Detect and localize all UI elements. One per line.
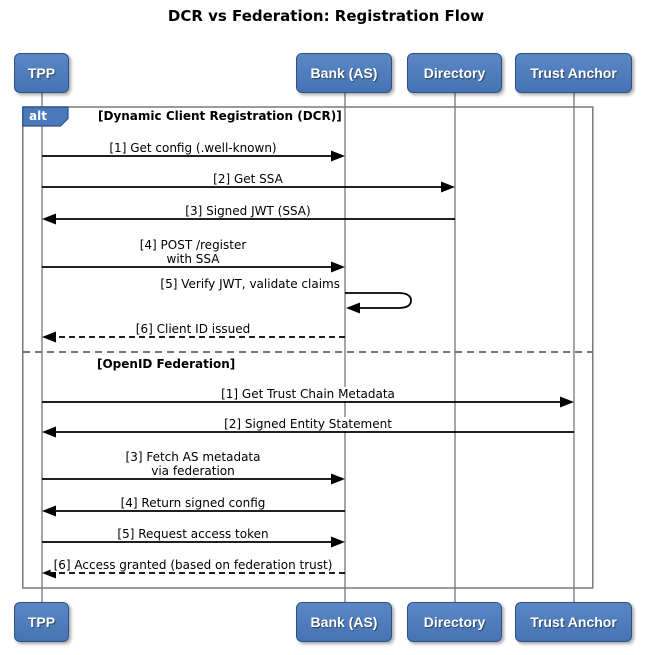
- arrowhead-fed-1: [560, 396, 574, 408]
- participant-label: Bank (AS): [310, 65, 378, 81]
- message-label-dcr-3: [3] Signed JWT (SSA): [182, 204, 314, 218]
- message-label-line-1: [4] POST /register: [139, 238, 247, 252]
- participant-label: TPP: [27, 65, 56, 81]
- participant-label: Directory: [423, 614, 486, 630]
- message-label-fed-5: [5] Request access token: [114, 527, 272, 541]
- alt-section-1-condition: [Dynamic Client Registration (DCR)]: [96, 109, 344, 123]
- participant-bank-bottom: Bank (AS): [296, 602, 392, 642]
- arrows-federation: [42, 396, 574, 579]
- arrowhead-dcr-1: [331, 150, 345, 162]
- arrowhead-fed-2: [42, 426, 56, 438]
- participant-label: Directory: [423, 65, 486, 81]
- participant-tpp-bottom: TPP: [14, 602, 69, 642]
- alt-frame-border: [22, 106, 594, 589]
- arrows-dcr: [42, 150, 455, 343]
- arrow-dcr-5-self-loop: [345, 292, 412, 309]
- arrowhead-dcr-4: [331, 261, 345, 273]
- message-label-fed-4: [4] Return signed config: [117, 496, 269, 510]
- participant-trust-anchor-top: Trust Anchor: [515, 53, 632, 93]
- participant-label: TPP: [27, 614, 56, 630]
- participant-label: Bank (AS): [310, 614, 378, 630]
- diagram-title: DCR vs Federation: Registration Flow: [167, 7, 485, 25]
- message-label-line-1: [3] Fetch AS metadata: [125, 450, 261, 464]
- participant-label: Trust Anchor: [530, 614, 617, 630]
- message-label-dcr-2: [2] Get SSA: [210, 172, 286, 186]
- arrowhead-dcr-2: [441, 181, 455, 193]
- message-label-dcr-4: [4] POST /register with SSA: [136, 238, 250, 266]
- participant-tpp-top: TPP: [14, 53, 69, 93]
- message-label-line-2: via federation: [151, 464, 235, 478]
- message-label-dcr-5: [5] Verify JWT, validate claims: [157, 277, 343, 291]
- arrowhead-fed-3: [331, 473, 345, 485]
- message-label-dcr-6: [6] Client ID issued: [132, 322, 254, 336]
- arrowhead-fed-4: [42, 505, 56, 517]
- arrowhead-fed-5: [331, 536, 345, 548]
- alt-operator-label: alt: [29, 109, 47, 123]
- message-label-fed-3: [3] Fetch AS metadata via federation: [122, 450, 264, 478]
- participant-directory-top: Directory: [407, 53, 502, 93]
- arrowhead-dcr-6: [42, 331, 56, 343]
- message-label-fed-6: [6] Access granted (based on federation …: [50, 558, 336, 572]
- alt-operator-tab: [22, 106, 69, 127]
- message-label-fed-1: [1] Get Trust Chain Metadata: [218, 387, 398, 401]
- participant-directory-bottom: Directory: [407, 602, 502, 642]
- arrowhead-dcr-5: [346, 302, 360, 314]
- participant-trust-anchor-bottom: Trust Anchor: [515, 602, 632, 642]
- message-label-fed-2: [2] Signed Entity Statement: [221, 417, 395, 431]
- message-label-dcr-1: [1] Get config (.well-known): [106, 141, 280, 155]
- alt-section-2-condition: [OpenID Federation]: [95, 357, 238, 371]
- message-label-line-2: with SSA: [166, 252, 220, 266]
- arrowhead-dcr-3: [42, 213, 56, 225]
- participant-bank-top: Bank (AS): [296, 53, 392, 93]
- participant-label: Trust Anchor: [530, 65, 617, 81]
